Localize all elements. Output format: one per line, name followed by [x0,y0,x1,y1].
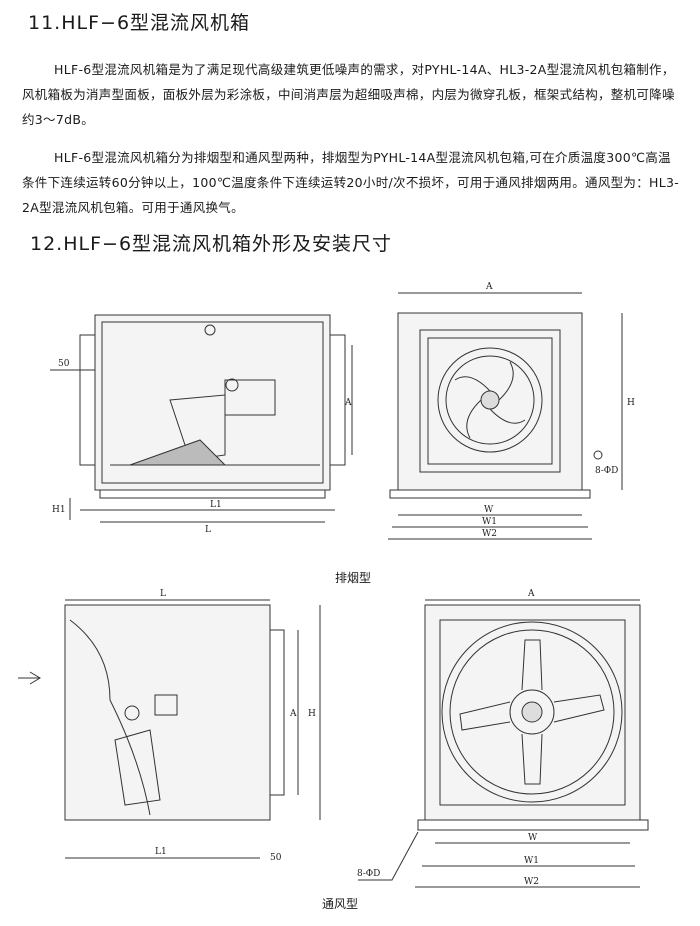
dim-w2-label: W2 [524,877,539,887]
paragraph-text: HLF-6型混流风机箱是为了满足现代高级建筑更低噪声的需求，对PYHL-14A、… [22,62,675,127]
section-11-title: 11.HLF−6型混流风机箱 [28,12,251,34]
exhaust-type-caption: 排烟型 [335,571,372,585]
dim-a-label: A [485,282,493,292]
dim-h-label: H [627,398,635,408]
section-11-paragraph-2: HLF-6型混流风机箱分为排烟型和通风型两种，排烟型为PYHL-14A型混流风机… [22,145,682,220]
dim-w2-label: W2 [482,529,497,539]
dim-w-label: W [484,505,494,515]
holes-label: 8-ΦD [595,466,618,476]
dim-50-label: 50 [270,853,282,863]
dim-h1-label: H1 [52,505,66,515]
exhaust-side-view: 50 A H1 L1 L [50,314,353,535]
holes-label: 8-ΦD [357,869,380,879]
section-11-paragraph-1: HLF-6型混流风机箱是为了满足现代高级建筑更低噪声的需求，对PYHL-14A、… [22,57,682,132]
dim-w-label: W [528,833,538,843]
ventilation-type-caption: 通风型 [322,897,359,911]
paragraph-text: HLF-6型混流风机箱分为排烟型和通风型两种，排烟型为PYHL-14A型混流风机… [22,150,680,215]
dim-50-label: 50 [58,359,70,369]
dim-w1-label: W1 [524,856,539,866]
section-12-title: 12.HLF−6型混流风机箱外形及安装尺寸 [30,233,393,255]
dim-a-label: A [289,709,297,719]
dim-l-label: L [205,525,211,535]
ventilation-side-view: L A H L1 50 [18,589,321,863]
dim-h-label: H [308,709,316,719]
dim-l-label: L [160,589,166,599]
dim-l1-label: L1 [210,500,222,510]
exhaust-front-view: A H 8-ΦD W W1 W2 [388,282,635,540]
dim-a-label: A [344,398,352,408]
dim-w1-label: W1 [482,517,497,527]
ventilation-front-view: A 8-ΦD W W1 W2 [357,589,649,888]
dim-a-label: A [527,589,535,599]
dim-l1-label: L1 [155,847,167,857]
